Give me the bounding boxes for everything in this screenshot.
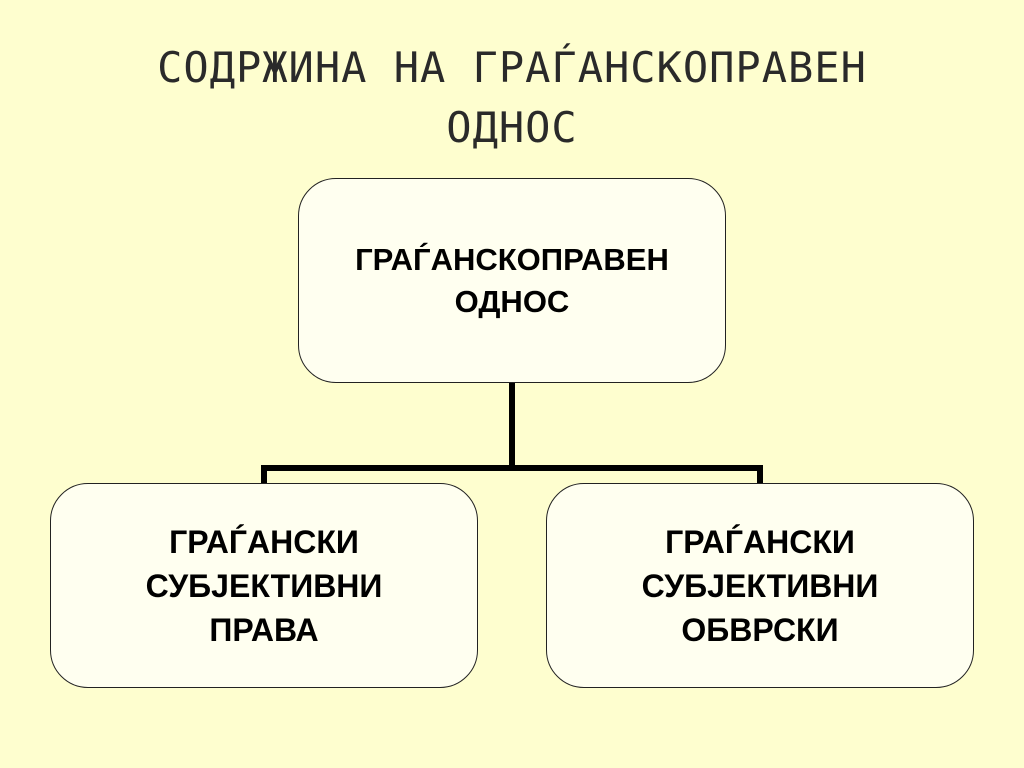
node-root-line-1: ГРАЃАНСКОПРАВЕН — [355, 241, 669, 277]
node-obligations-line-2: СУБЈЕКТИВНИ — [641, 567, 879, 604]
node-obligations-line-1: ГРАЃАНСКИ — [665, 523, 855, 560]
node-root-line-2: ОДНОС — [454, 283, 570, 319]
node-rights-line-1: ГРАЃАНСКИ — [169, 523, 359, 560]
slide-title-line-1: СОДРЖИНА НА ГРАЃАНСКОПРАВЕН — [157, 43, 867, 92]
node-obligations-line-3: ОБВРСКИ — [681, 611, 839, 648]
node-rights: ГРАЃАНСКИ СУБЈЕКТИВНИ ПРАВА — [50, 483, 478, 688]
node-obligations: ГРАЃАНСКИ СУБЈЕКТИВНИ ОБВРСКИ — [546, 483, 974, 688]
node-rights-line-3: ПРАВА — [209, 611, 319, 648]
node-rights-line-2: СУБЈЕКТИВНИ — [145, 567, 383, 604]
node-root: ГРАЃАНСКОПРАВЕН ОДНОС — [298, 178, 726, 383]
slide-title-line-2: ОДНОС — [446, 103, 578, 152]
slide-title: СОДРЖИНА НА ГРАЃАНСКОПРАВЕН ОДНОС — [40, 38, 984, 158]
